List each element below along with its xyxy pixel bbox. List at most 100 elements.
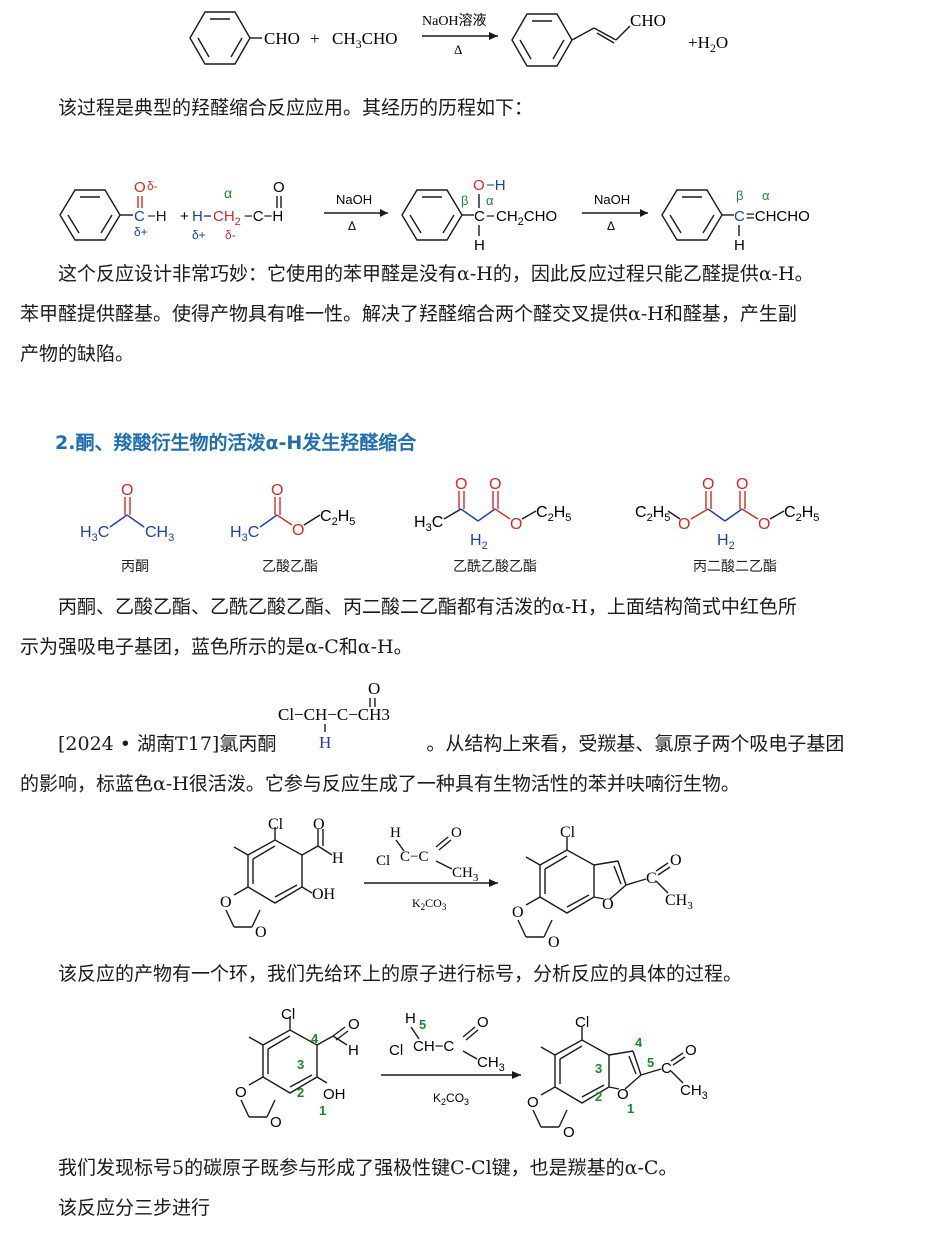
- svg-text:C2H5: C2H5: [536, 504, 571, 524]
- furan-oxygen: O: [617, 1086, 629, 1103]
- hydrogen-atom: H: [332, 850, 344, 867]
- plus-sign: +: [180, 208, 189, 225]
- svg-text:C2H5: C2H5: [784, 504, 819, 524]
- oxygen-atom: O: [685, 1042, 697, 1059]
- numbering-text: 该反应的产物有一个环，我们先给环上的原子进行标号，分析反应的具体的过程。: [58, 963, 743, 985]
- oxygen-atom: O: [527, 1094, 539, 1111]
- benzene-ring: [511, 13, 631, 67]
- alpha-label: α: [486, 193, 494, 208]
- cho-label: CHO: [264, 29, 300, 48]
- alpha-label: α: [224, 185, 232, 201]
- beta-label: β: [461, 193, 468, 208]
- compounds-structures: H3C O CH3 H3C O O C2H5 H3C O H2 O O C2H5…: [80, 476, 819, 552]
- reagent-chlorine: Cl: [389, 1042, 403, 1059]
- atom-number-4: 4: [311, 1031, 319, 1046]
- svg-text:C2H5: C2H5: [635, 504, 670, 524]
- atom-number-2: 2: [595, 1089, 602, 1104]
- reagent-chlorine: Cl: [376, 853, 390, 869]
- oxygen-atom: O: [235, 1084, 247, 1101]
- carbon-atom: C: [474, 208, 485, 225]
- benzofuran-reaction-scheme: Cl O H OH O O H Cl C−C O CH3 K2CO3 Cl O …: [220, 816, 693, 951]
- reagent-label: NaOH溶液: [422, 13, 487, 29]
- carbonyl-oxygen: O: [368, 679, 380, 698]
- atom-number-1: 1: [627, 1101, 634, 1116]
- chlorine-atom: Cl: [575, 1014, 589, 1031]
- partial-negative: δ-: [147, 179, 158, 193]
- alpha-hydrogen: H: [192, 208, 203, 225]
- carbonyl-carbon: C: [661, 1060, 672, 1077]
- hydrogen-atom: H: [734, 237, 745, 254]
- svg-text:O: O: [271, 482, 283, 499]
- oxygen-atom: O: [255, 924, 267, 941]
- reagent-backbone: C−C: [400, 849, 428, 865]
- svg-text:−: −: [486, 208, 495, 225]
- svg-text:H3C: H3C: [414, 514, 443, 534]
- atom-number-1: 1: [319, 1103, 326, 1118]
- reagent-oxygen: O: [477, 1014, 489, 1031]
- svg-text:O: O: [121, 482, 133, 499]
- svg-text:O: O: [702, 476, 714, 493]
- atom-number-3: 3: [297, 1057, 304, 1072]
- hydrogen-atom: H: [474, 237, 485, 254]
- chloroacetone-structure: Cl−CH−C−CH3 O H: [278, 679, 390, 751]
- oxygen-atom: O: [670, 852, 682, 869]
- ch2-group: CH2: [213, 208, 241, 228]
- svg-text:O: O: [455, 476, 467, 493]
- chcho-group: =CHCHO: [746, 208, 810, 225]
- hydroxyl-group: OH: [323, 1086, 346, 1103]
- conclusion-paragraph: 我们发现标号5的碳原子既参与形成了强极性键C-Cl键，也是羰基的α-C。 该反应…: [58, 1157, 678, 1219]
- oxygen-atom: O: [348, 1016, 360, 1033]
- carbon-atom: C: [734, 208, 745, 225]
- svg-text:O: O: [678, 516, 690, 533]
- benzene-ring: [661, 189, 734, 241]
- compound-name: 乙酰乙酸乙酯: [453, 559, 537, 575]
- hydrogen-atom: H: [348, 1042, 359, 1059]
- oxygen-atom: O: [270, 1114, 282, 1131]
- svg-text:H3C: H3C: [80, 524, 109, 544]
- reagent-label: NaOH: [594, 192, 630, 207]
- benzene-ring: [401, 189, 474, 241]
- alpha-label: α: [762, 188, 770, 203]
- hydroxyl-oxygen: O: [473, 177, 485, 194]
- oxygen-atom: O: [563, 1124, 575, 1141]
- atom-number-5: 5: [419, 1017, 426, 1032]
- atom-number-5: 5: [647, 1055, 654, 1070]
- methyl-group: CH3: [680, 1082, 708, 1102]
- oxygen-atom: O: [134, 179, 146, 196]
- heat-label: Δ: [348, 219, 356, 233]
- svg-text:−: −: [203, 208, 212, 225]
- heat-label: Δ: [454, 42, 462, 57]
- benzene-ring: [59, 189, 133, 241]
- reaction-1-scheme: CHO + CH3CHO NaOH溶液 Δ CHO +H2O: [189, 11, 728, 67]
- atom-number-2: 2: [297, 1085, 304, 1100]
- svg-text:O: O: [489, 476, 501, 493]
- reagent-label: K2CO3: [412, 896, 447, 912]
- intro-text: 该过程是典型的羟醛缩合反应应用。其经历的历程如下：: [58, 97, 534, 119]
- atom-number-4: 4: [635, 1035, 643, 1050]
- atom-number-3: 3: [595, 1061, 602, 1076]
- carbonyl-carbon: C: [646, 870, 657, 887]
- acetone-structure: H3C O CH3: [80, 482, 174, 544]
- diethyl-malonate-structure: C2H5 O O H2 O O C2H5: [635, 476, 819, 552]
- chlorine-atom: Cl: [560, 824, 576, 841]
- oxygen-atom: O: [313, 816, 325, 833]
- benzene-ring: [189, 11, 262, 65]
- arrow-head: [489, 32, 498, 40]
- partial-positive: δ+: [134, 225, 148, 239]
- hydroxyl-group: OH: [312, 886, 336, 903]
- reagent-methyl: CH3: [452, 865, 479, 884]
- oxygen-atom: O: [512, 904, 524, 921]
- plus-sign: +: [310, 29, 320, 48]
- explain-paragraph: 这个反应设计非常巧妙：它使用的苯甲醛是没有α-H的，因此反应过程只能乙醛提供α-…: [20, 263, 814, 365]
- hydroxyl-hydrogen: −H: [486, 177, 506, 194]
- product-structure: [517, 837, 671, 938]
- example-paragraph: [2024 • 湖南T17]氯丙酮。从结构上来看，受羰基、氯原子两个吸电子基团 …: [20, 733, 845, 795]
- chloroacetone-formula: Cl−CH−C−CH3: [278, 705, 390, 724]
- chlorine-atom: Cl: [268, 816, 284, 833]
- svg-text:O: O: [292, 522, 304, 539]
- oxygen-atom: O: [548, 934, 560, 951]
- chlorine-atom: Cl: [281, 1006, 295, 1023]
- compound-name: 乙酸乙酯: [262, 559, 318, 575]
- svg-text:H2: H2: [717, 532, 735, 552]
- compound-name: 丙二酸二乙酯: [693, 559, 777, 575]
